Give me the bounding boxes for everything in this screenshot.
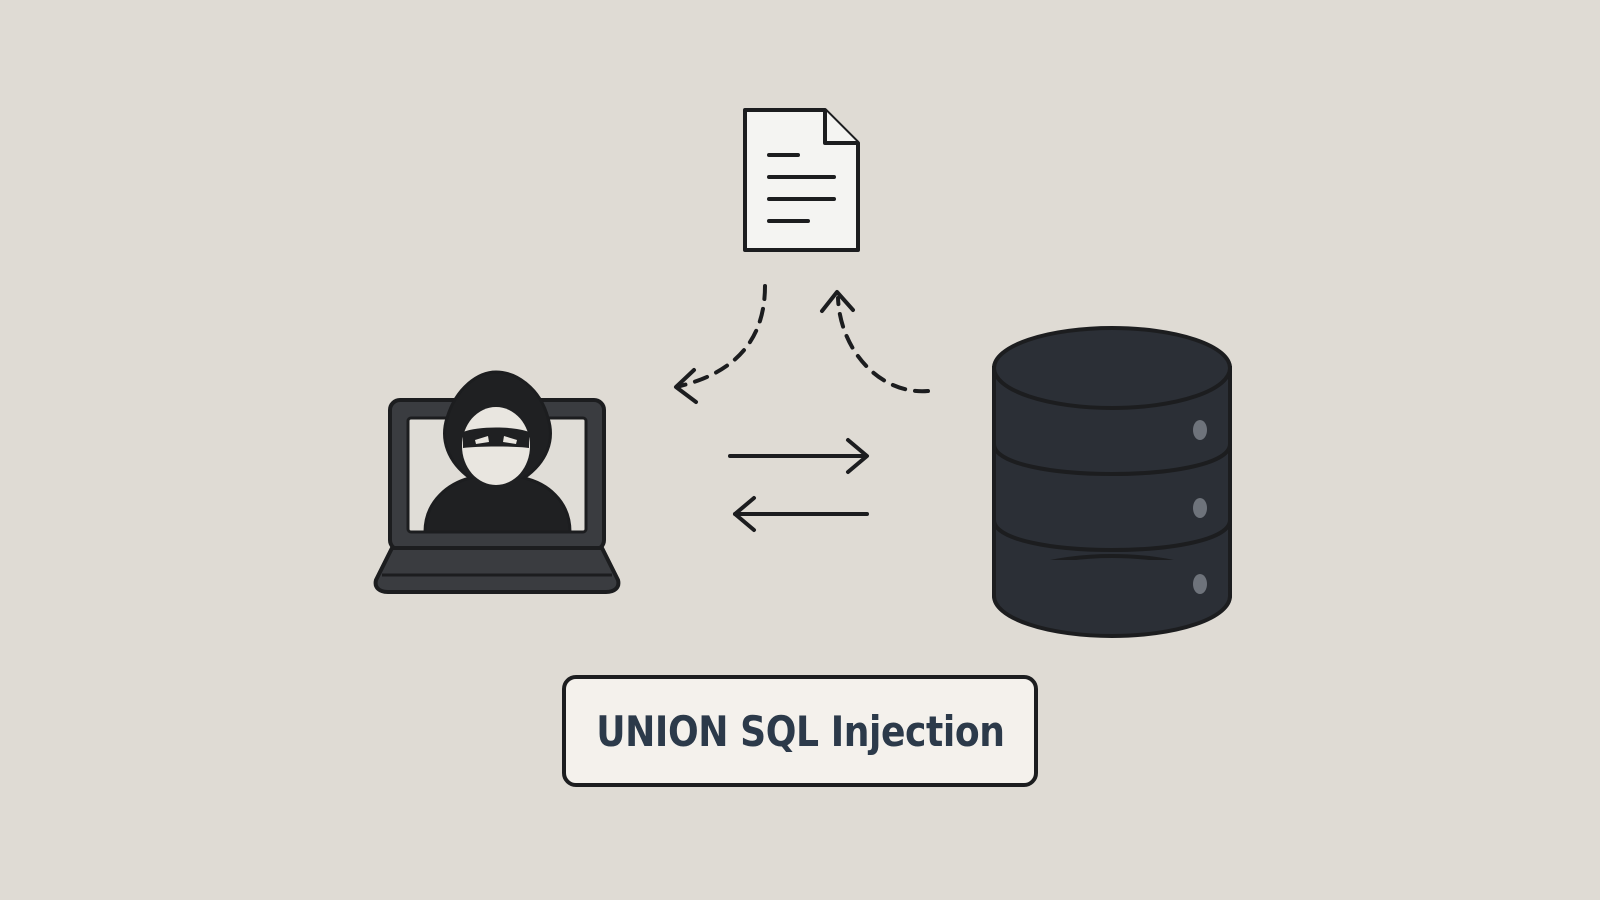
dashed-arrow-document-to-attacker — [674, 284, 767, 404]
database-icon — [992, 326, 1232, 638]
arrow-left-icon — [733, 496, 869, 532]
dashed-arrow-database-to-document — [820, 290, 930, 394]
document-icon — [743, 108, 860, 252]
hooded-hacker-laptop-icon — [373, 370, 621, 594]
arrow-right-icon — [728, 438, 869, 474]
caption-box: UNION SQL Injection — [562, 675, 1038, 787]
caption-title: UNION SQL Injection — [595, 706, 1005, 756]
